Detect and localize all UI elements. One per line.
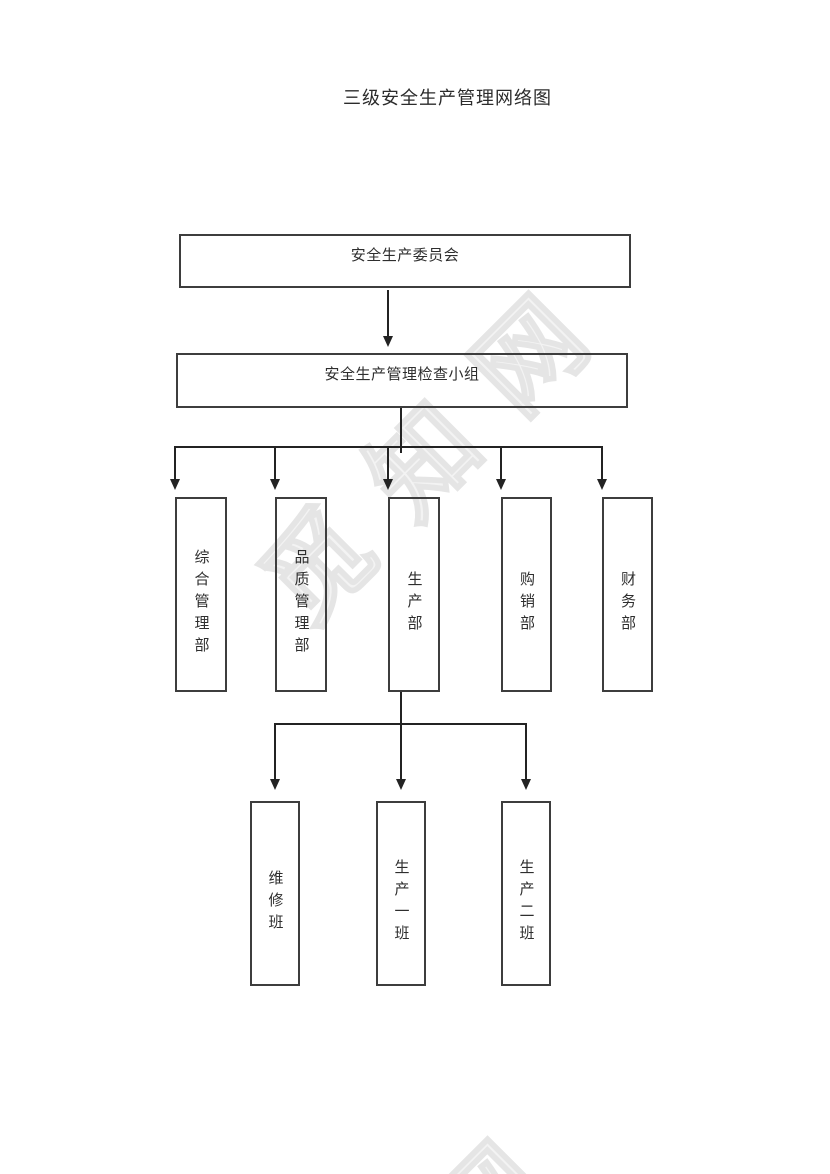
arrowhead-down-icon xyxy=(383,479,393,490)
box-inspection-team: 安全生产管理检查小组 xyxy=(176,353,628,408)
box-team-production-2: 生产二班 xyxy=(501,801,551,986)
arrowhead-down-icon xyxy=(270,479,280,490)
connector-drop-dept-5 xyxy=(601,446,603,480)
connector-drop-team-1 xyxy=(274,723,276,779)
box-inspection-team-label: 安全生产管理检查小组 xyxy=(324,367,480,383)
arrowhead-down-icon xyxy=(170,479,180,490)
connector-drop-dept-2 xyxy=(274,446,276,480)
box-dept-general-management-label: 综合管理部 xyxy=(192,548,209,659)
arrowhead-down-icon xyxy=(597,479,607,490)
box-dept-purchasing-sales-label: 购销部 xyxy=(518,570,534,637)
connector-production-stem xyxy=(400,692,402,779)
connector-team-stem xyxy=(400,408,402,453)
box-team-production-2-label: 生产二班 xyxy=(517,858,534,947)
box-team-production-1: 生产一班 xyxy=(376,801,426,986)
box-dept-general-management: 综合管理部 xyxy=(175,497,227,692)
box-dept-production: 生产部 xyxy=(388,497,440,692)
connector-drop-dept-3 xyxy=(387,446,389,480)
box-safety-committee: 安全生产委员会 xyxy=(179,234,631,288)
arrowhead-down-icon xyxy=(383,336,393,347)
box-dept-quality-management: 品质管理部 xyxy=(275,497,327,692)
connector-level4-rail xyxy=(274,723,527,725)
arrowhead-down-icon xyxy=(396,779,406,790)
box-team-production-1-label: 生产一班 xyxy=(392,858,409,947)
box-dept-quality-management-label: 品质管理部 xyxy=(292,548,309,659)
connector-drop-team-3 xyxy=(525,723,527,779)
box-team-maintenance: 维修班 xyxy=(250,801,300,986)
connector-committee-to-team xyxy=(387,290,389,336)
page-title: 三级安全生产管理网络图 xyxy=(343,88,552,108)
arrowhead-down-icon xyxy=(270,779,280,790)
connector-drop-dept-1 xyxy=(174,446,176,480)
box-team-maintenance-label: 维修班 xyxy=(266,869,283,936)
box-dept-purchasing-sales: 购销部 xyxy=(501,497,552,692)
arrowhead-down-icon xyxy=(521,779,531,790)
arrowhead-down-icon xyxy=(496,479,506,490)
box-dept-finance-label: 财务部 xyxy=(619,570,635,637)
box-dept-finance: 财务部 xyxy=(602,497,653,692)
box-dept-production-label: 生产部 xyxy=(405,570,422,637)
box-safety-committee-label: 安全生产委员会 xyxy=(350,248,460,264)
connector-drop-dept-4 xyxy=(500,446,502,480)
